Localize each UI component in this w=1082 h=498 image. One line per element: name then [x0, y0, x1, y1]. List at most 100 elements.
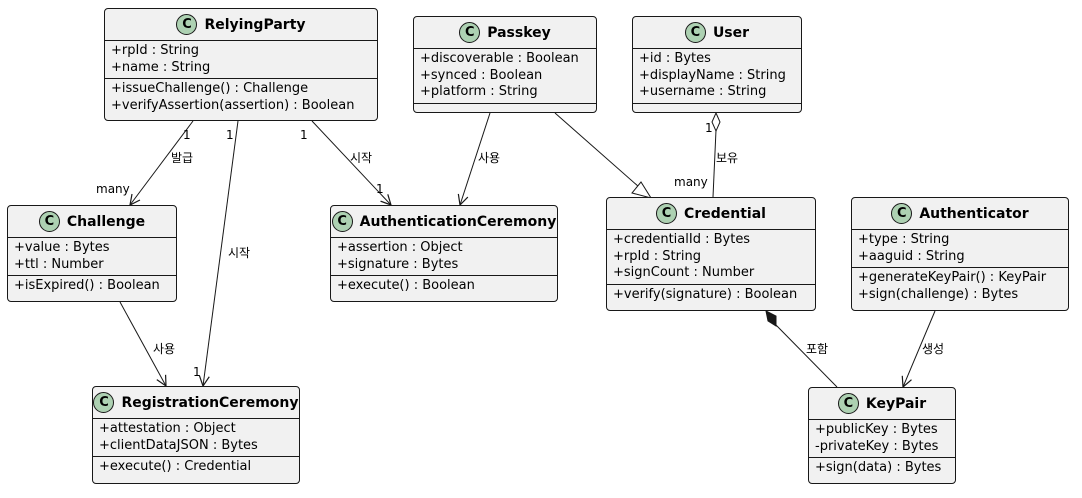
rp-challenge-from-mult: 1 — [183, 128, 191, 142]
attribute: +displayName : String — [639, 67, 786, 83]
attribute: +name : String — [111, 59, 211, 75]
passkey-authentication-label: 사용 — [478, 151, 500, 165]
generalization-arrowhead — [631, 181, 653, 199]
class-challenge: C Challenge +value : Bytes +ttl : Number… — [7, 205, 177, 302]
rp-challenge-label: 발급 — [171, 151, 193, 165]
attribute: +value : Bytes — [14, 240, 110, 255]
attribute: +attestation : Object — [99, 421, 236, 436]
class-user: C User +id : Bytes +displayName : String… — [632, 16, 802, 113]
user-credential-label: 보유 — [716, 151, 738, 165]
relation-rp-challenge: 1 발급 many — [96, 120, 194, 205]
attributes-section: +rpId : String +name : String — [105, 40, 377, 78]
rp-registration-to-mult: 1 — [193, 365, 201, 379]
credential-keypair-label: 포함 — [806, 342, 828, 356]
relation-passkey-authentication: 사용 — [460, 112, 500, 205]
class-icon: C — [331, 211, 353, 232]
attribute: +rpId : String — [613, 248, 702, 264]
class-keypair: C KeyPair +publicKey : Bytes -privateKey… — [808, 387, 956, 484]
attribute: +type : String — [858, 232, 950, 247]
attribute: -privateKey : Bytes — [815, 438, 939, 454]
attributes-section: +publicKey : Bytes -privateKey : Bytes — [809, 419, 955, 457]
class-name: Credential — [684, 205, 766, 222]
attribute: +publicKey : Bytes — [815, 422, 938, 437]
class-icon: C — [684, 22, 706, 43]
attributes-section: +attestation : Object +clientDataJSON : … — [93, 418, 299, 456]
class-name: RelyingParty — [204, 16, 306, 33]
attribute: +discoverable : Boolean — [420, 51, 579, 66]
rp-authentication-label: 시작 — [350, 151, 372, 165]
methods-section — [414, 102, 596, 116]
attribute: +assertion : Object — [337, 240, 463, 255]
method: +issueChallenge() : Challenge — [111, 81, 309, 96]
attributes-section: +id : Bytes +displayName : String +usern… — [633, 48, 801, 103]
methods-section: +isExpired() : Boolean — [8, 275, 176, 297]
rp-registration-from-mult: 1 — [226, 128, 234, 142]
method: +verify(signature) : Boolean — [613, 286, 798, 302]
class-name: User — [712, 24, 750, 41]
methods-section: +generateKeyPair() : KeyPair +sign(chall… — [852, 267, 1068, 305]
method: +generateKeyPair() : KeyPair — [858, 270, 1047, 285]
class-credential: C Credential +credentialId : Bytes +rpId… — [606, 197, 816, 311]
class-authenticator: C Authenticator +type : String +aaguid :… — [851, 197, 1069, 311]
class-icon: C — [656, 203, 678, 224]
class-icon: C — [891, 203, 913, 224]
challenge-registration-label: 사용 — [153, 342, 175, 356]
relation-credential-keypair: 포함 — [765, 310, 838, 388]
class-name: AuthenticationCeremony — [359, 213, 557, 230]
attribute: +rpId : String — [111, 43, 200, 58]
attribute: +clientDataJSON : Bytes — [99, 437, 258, 453]
class-registrationceremony: C RegistrationCeremony +attestation : Ob… — [92, 386, 300, 484]
relation-rp-registration: 1 시작 1 — [193, 120, 250, 386]
method: +verifyAssertion(assertion) : Boolean — [111, 97, 355, 113]
methods-section: +execute() : Credential — [93, 456, 299, 478]
attributes-section: +discoverable : Boolean +synced : Boolea… — [414, 48, 596, 103]
composition-diamond — [765, 310, 777, 327]
rp-authentication-to-mult: 1 — [376, 182, 384, 196]
class-name: RegistrationCeremony — [121, 394, 299, 411]
attribute: +credentialId : Bytes — [613, 232, 751, 247]
attribute: +username : String — [639, 84, 767, 99]
method: +sign(challenge) : Bytes — [858, 286, 1019, 302]
attributes-section: +type : String +aaguid : String — [852, 229, 1068, 267]
class-passkey: C Passkey +discoverable : Boolean +synce… — [413, 16, 597, 113]
relation-user-credential: 1 보유 many — [674, 111, 738, 198]
user-credential-from-mult: 1 — [705, 121, 713, 135]
attributes-section: +assertion : Object +signature : Bytes — [331, 237, 557, 275]
class-icon: C — [93, 392, 115, 413]
relation-challenge-registration: 사용 — [119, 301, 175, 386]
attribute: +id : Bytes — [639, 51, 711, 66]
attribute: +synced : Boolean — [420, 67, 543, 83]
methods-section: +verify(signature) : Boolean — [607, 283, 815, 306]
relation-authenticator-keypair: 생성 — [903, 310, 944, 387]
class-name: Passkey — [487, 24, 551, 41]
relation-rp-authentication: 1 시작 1 — [300, 120, 391, 205]
relation-passkey-credential — [554, 112, 653, 199]
authenticator-keypair-label: 생성 — [922, 342, 944, 356]
attribute: +ttl : Number — [14, 256, 104, 272]
class-authenticationceremony: C AuthenticationCeremony +assertion : Ob… — [330, 205, 558, 302]
method: +execute() : Credential — [99, 459, 252, 474]
attribute: +signCount : Number — [613, 265, 755, 280]
rp-challenge-to-mult: many — [96, 182, 130, 196]
class-icon: C — [38, 211, 60, 232]
attribute: +aaguid : String — [858, 248, 965, 264]
user-credential-to-mult: many — [674, 175, 708, 189]
method: +isExpired() : Boolean — [14, 278, 160, 293]
rp-registration-label: 시작 — [228, 246, 250, 260]
method: +sign(data) : Bytes — [815, 460, 942, 475]
class-relyingparty: C RelyingParty +rpId : String +name : St… — [104, 8, 378, 121]
rp-authentication-from-mult: 1 — [300, 128, 308, 142]
method: +execute() : Boolean — [337, 278, 475, 293]
class-name: KeyPair — [865, 395, 927, 412]
class-icon: C — [176, 14, 198, 35]
methods-section: +execute() : Boolean — [331, 275, 557, 297]
methods-section — [633, 102, 801, 116]
class-icon: C — [459, 22, 481, 43]
attribute: +platform : String — [420, 84, 538, 99]
aggregation-diamond — [711, 111, 721, 133]
attributes-section: +value : Bytes +ttl : Number — [8, 237, 176, 275]
class-icon: C — [837, 393, 859, 414]
methods-section: +sign(data) : Bytes — [809, 457, 955, 479]
